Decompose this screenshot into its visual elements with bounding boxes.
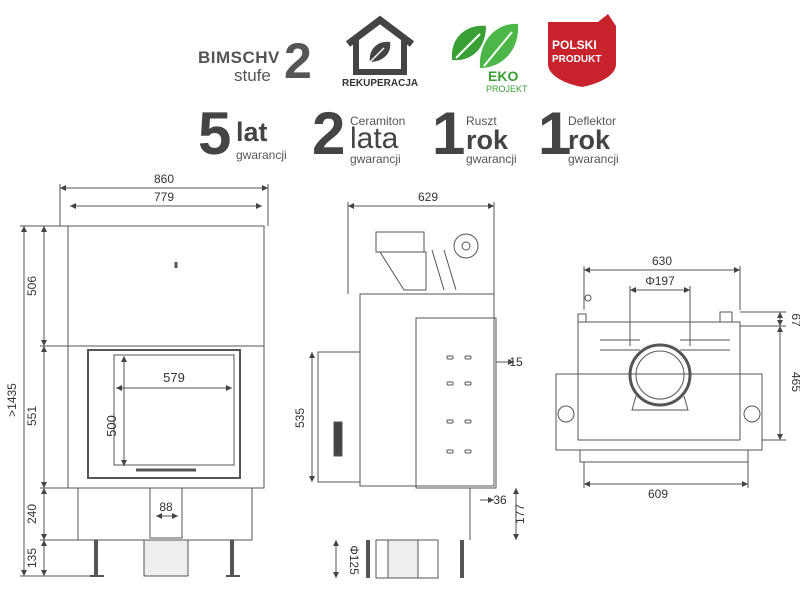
produkt-label: PRODUKT <box>552 54 602 65</box>
front-duct <box>143 539 189 577</box>
projekt-label: PROJEKT <box>486 84 528 94</box>
side-flue <box>379 251 427 291</box>
warranty-number: 1 <box>538 100 572 167</box>
dim-front-total-width: 860 <box>154 172 174 186</box>
front-glass <box>113 354 235 466</box>
eko-leaf-icon <box>451 23 519 68</box>
warranty-top: Ceramiton <box>350 114 406 128</box>
warranty-sub: gwarancji <box>568 152 619 166</box>
bimschv-badge: BIMSCHV stufe 2 <box>196 36 326 88</box>
warranty-word: rok <box>568 125 611 155</box>
side-front-panel <box>415 317 497 489</box>
dim-top-630: 630 <box>652 254 672 268</box>
warranty-sub: gwarancji <box>350 152 401 166</box>
top-base <box>555 373 763 451</box>
warranty-item: 5 lat gwarancji <box>198 104 298 170</box>
side-handle <box>333 421 343 457</box>
polski-label: POLSKI <box>552 38 597 52</box>
front-view <box>20 184 269 577</box>
dim-side-depth: 629 <box>418 190 438 204</box>
dim-h-240: 240 <box>25 504 39 524</box>
rekuperacja-badge: REKUPERACJA <box>340 14 420 94</box>
polski-produkt-badge: POLSKI PRODUKT <box>546 14 618 88</box>
dim-top-609: 609 <box>648 487 668 501</box>
dim-side-36: 36 <box>493 493 507 507</box>
dim-top-flue: Φ197 <box>645 274 675 288</box>
dim-side-15: 15 <box>509 355 523 369</box>
front-door <box>87 349 241 479</box>
warranty-sub: gwarancji <box>236 148 287 162</box>
warranty-number: 1 <box>432 100 466 167</box>
front-upper-casing <box>67 225 265 347</box>
top-front <box>579 449 749 463</box>
warranty-number: 2 <box>312 100 346 167</box>
top-foot-left <box>557 405 575 423</box>
dim-front-body-width: 779 <box>154 190 174 204</box>
warranty-item: 2 Ceramiton lata gwarancji <box>312 104 422 170</box>
side-door <box>317 351 361 483</box>
dim-glass-width: 579 <box>163 370 185 385</box>
warranty-word: rok <box>466 125 509 155</box>
dim-side-535: 535 <box>293 408 307 428</box>
dim-h-506: 506 <box>25 276 39 296</box>
front-frame <box>67 345 265 489</box>
top-view <box>555 266 786 488</box>
front-air-intake <box>149 487 183 539</box>
top-flue-outer <box>628 343 692 407</box>
front-base <box>77 487 253 541</box>
dim-total-height: >1435 <box>5 383 19 417</box>
dim-h-551: 551 <box>25 406 39 426</box>
warranty-top: Ruszt <box>466 114 497 128</box>
dim-top-67: 67 <box>789 313 800 327</box>
dim-side-duct: Φ125 <box>347 545 361 575</box>
dim-h-135: 135 <box>25 548 39 568</box>
warranty-sub: gwarancji <box>466 152 517 166</box>
side-view <box>309 202 519 579</box>
bimschv-number: 2 <box>284 33 312 89</box>
warranty-word: lata <box>350 122 399 155</box>
polski-shield-icon <box>548 14 616 87</box>
side-flue-collar <box>375 231 425 253</box>
top-body <box>577 321 741 441</box>
side-fan <box>453 233 479 259</box>
bimschv-stufe: stufe <box>234 66 271 85</box>
top-flue-inner <box>635 350 685 400</box>
eko-projekt-badge: EKO PROJEKT <box>446 12 530 96</box>
side-body <box>359 293 495 487</box>
eko-label: EKO <box>488 68 519 84</box>
house-leaf-icon <box>345 15 415 75</box>
warranty-item: 1 Deflektor rok gwarancji <box>538 104 638 170</box>
bimschv-label: BIMSCHV <box>198 48 280 67</box>
warranty-number: 5 <box>198 100 232 167</box>
dim-glass-height: 500 <box>104 415 119 437</box>
warranty-top: Deflektor <box>568 114 617 128</box>
rekuperacja-label: REKUPERACJA <box>342 78 419 89</box>
warranty-word: lat <box>236 117 268 147</box>
dim-top-465: 465 <box>789 372 800 392</box>
dim-side-177: 177 <box>513 504 527 524</box>
dim-intake-width: 88 <box>159 500 173 514</box>
warranty-item: 1 Ruszt rok gwarancji <box>432 104 532 170</box>
top-foot-right <box>743 405 761 423</box>
